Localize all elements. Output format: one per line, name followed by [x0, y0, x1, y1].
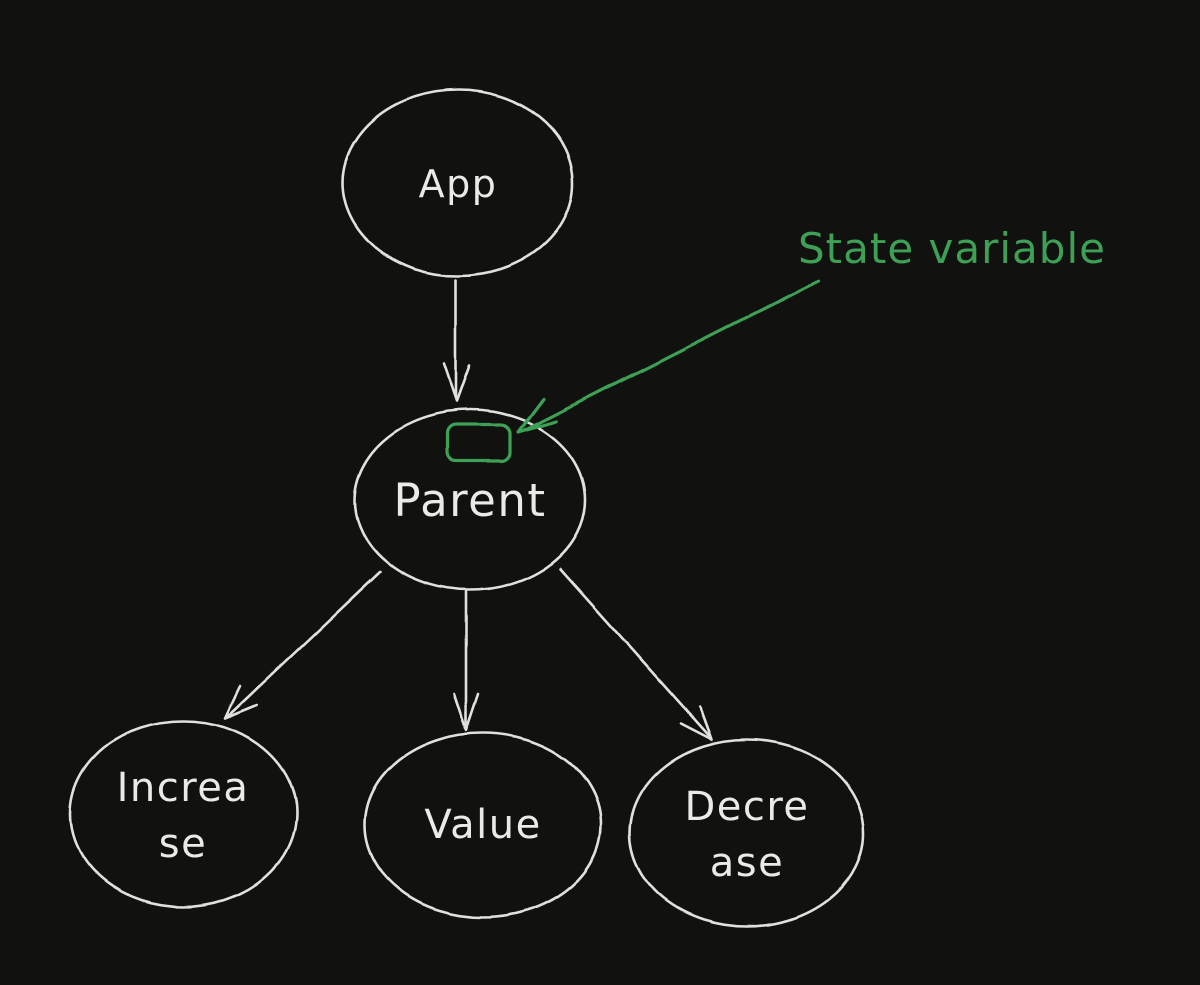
decrease-node-ellipse	[628, 738, 866, 928]
decrease-node-label-line1: Decre	[684, 784, 809, 830]
tree-shapes-group	[68, 88, 866, 928]
decrease-node-label-line2: ase	[710, 840, 784, 886]
edge-parent-decrease-arrowhead	[679, 705, 714, 742]
parent-node-ellipse	[353, 408, 587, 592]
edge-parent-increase-arrowhead	[223, 684, 259, 720]
edge-parent-increase	[226, 570, 382, 718]
state-annotation-arrow	[522, 279, 820, 432]
increase-node-label-line2: se	[159, 821, 207, 867]
labels-group: App Parent Increa se Value Decre ase Sta…	[117, 162, 1106, 886]
increase-node-label-line1: Increa	[117, 765, 250, 811]
app-node-label: App	[419, 162, 498, 206]
state-variable-box	[445, 423, 512, 464]
parent-node-label: Parent	[393, 474, 546, 527]
value-node-ellipse	[363, 731, 603, 919]
edge-app-parent-arrowhead	[442, 362, 472, 404]
state-annotation-arrowhead	[516, 397, 558, 434]
value-node-label: Value	[424, 802, 541, 848]
state-variable-label: State variable	[798, 224, 1106, 273]
edge-parent-value-arrowhead	[453, 692, 481, 732]
state-annotation-group	[445, 279, 820, 464]
increase-node-ellipse	[68, 719, 298, 909]
app-node-ellipse	[341, 88, 575, 278]
edge-parent-decrease	[558, 567, 711, 738]
